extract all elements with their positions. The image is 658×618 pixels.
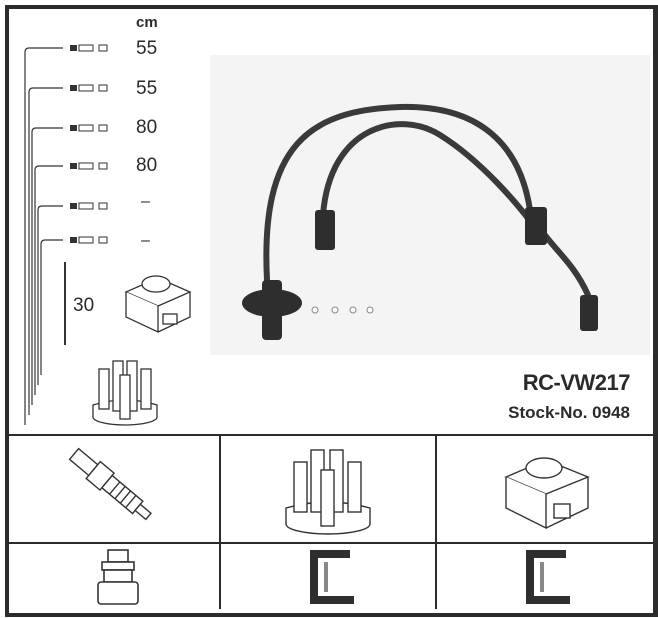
cable-lines xyxy=(24,47,66,425)
divider xyxy=(435,435,437,609)
unit-label: cm xyxy=(136,14,158,31)
coil-lead-length: 30 xyxy=(73,295,95,316)
cable-length: 55 xyxy=(136,38,158,59)
divider xyxy=(9,542,653,544)
cable-length: – xyxy=(141,232,150,249)
cable-length: 80 xyxy=(136,117,158,138)
stock-number: Stock-No. 0948 xyxy=(508,403,630,422)
product-code: RC-VW217 xyxy=(522,370,631,395)
cable-length: 55 xyxy=(136,78,158,99)
cable-length: – xyxy=(141,193,150,210)
product-photo xyxy=(210,55,650,355)
angled-connector-icon xyxy=(526,550,570,604)
ignition-coil-icon xyxy=(124,275,192,334)
cable-schematic xyxy=(24,44,108,425)
spark-plug-icon xyxy=(68,447,152,521)
divider xyxy=(219,435,221,609)
outer-frame xyxy=(5,5,658,617)
connector-icons xyxy=(70,45,77,243)
cable-length: 80 xyxy=(136,155,158,176)
distributor-cap-icon xyxy=(285,449,371,535)
ignition-coil-icon xyxy=(504,457,590,530)
straight-connector-icon xyxy=(97,549,139,605)
divider xyxy=(9,434,653,436)
distributor-cap-icon xyxy=(92,360,158,426)
angled-connector-icon xyxy=(310,550,354,604)
